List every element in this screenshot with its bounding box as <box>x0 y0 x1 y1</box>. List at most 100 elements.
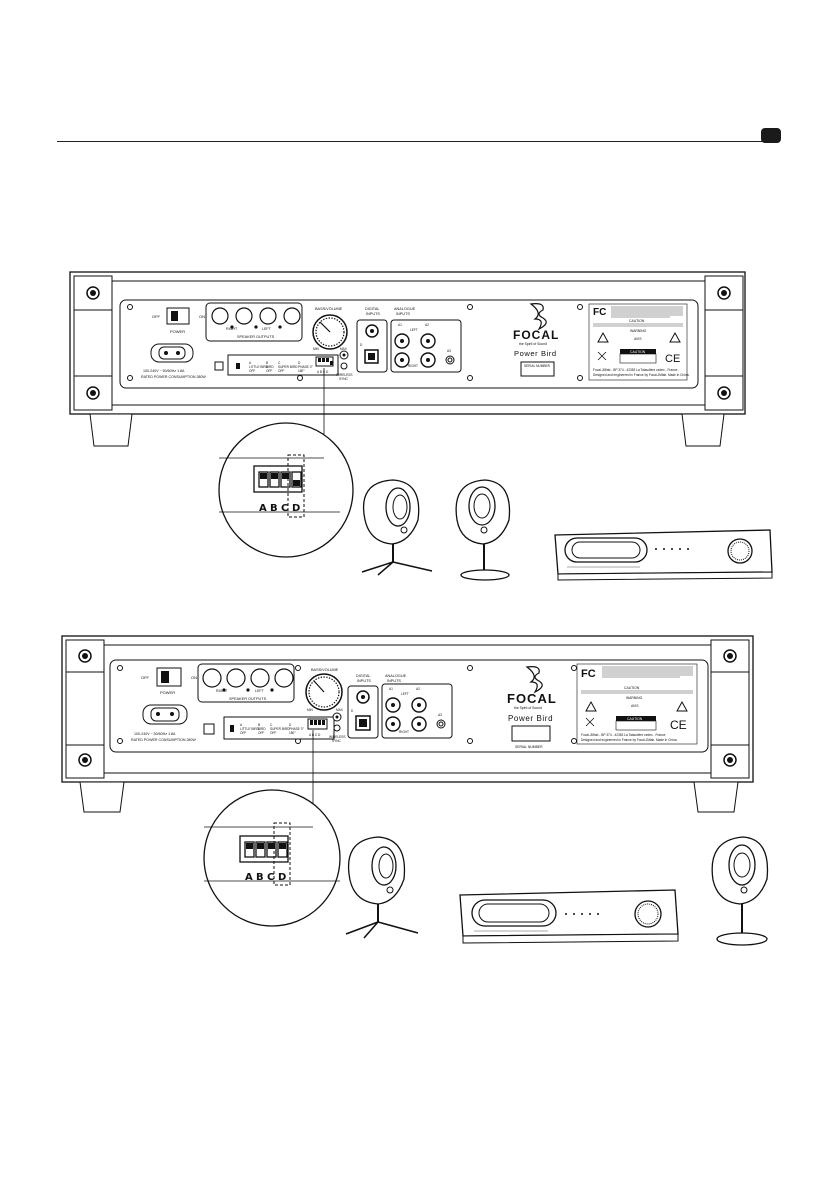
label-switch-c3: OFF <box>278 369 284 373</box>
svg-text:CE: CE <box>665 353 680 365</box>
zoom-letter-a: A <box>259 503 267 514</box>
brand-name: FOCAL <box>513 328 559 342</box>
brand-tagline-2: the Spirit of Sound <box>514 706 542 710</box>
svg-text:CE: CE <box>670 718 687 732</box>
label-analogue-right-2: RIGHT <box>399 730 409 734</box>
label-switch-d2: PHASE 0° <box>298 365 313 369</box>
brand-tagline: the Spirit of Sound <box>519 342 547 346</box>
label-switch-a3-2: OFF <box>240 731 246 735</box>
label-switch-letters: A B C D <box>317 370 329 374</box>
label-analogue-left-2: LEFT <box>401 692 409 696</box>
zoom-letter-d: D <box>292 503 300 514</box>
label-min: MIN <box>313 347 320 351</box>
serial-number-label: SERIAL NUMBER <box>524 364 551 368</box>
label-switch-d: D <box>298 361 301 365</box>
label-switch-d3-2: 180° <box>289 731 296 735</box>
speaker-disc-2 <box>711 836 769 946</box>
label-switch-b3: OFF <box>266 369 272 373</box>
label-off: OFF <box>152 314 161 319</box>
dip-switch-bank-2[interactable] <box>307 718 328 730</box>
label-digital-inputs: INPUTS <box>366 312 380 316</box>
speaker-tripod-2 <box>345 836 419 939</box>
label-warning: WARNING <box>630 329 647 333</box>
regulatory-label: FC CAUTION WARNING AVIS CAUTION CE Focal… <box>588 303 690 381</box>
label-switch-c: C <box>278 361 281 365</box>
label-left-2: LEFT <box>255 689 265 693</box>
label-switch-c3-2: OFF <box>270 731 276 735</box>
label-min-2: MIN <box>307 708 314 712</box>
chassis-cap-left-2 <box>65 639 105 779</box>
label-switch-c2-2: SUPER BIRD <box>270 727 290 731</box>
svg-text:FC: FC <box>593 307 606 318</box>
label-d: D <box>360 343 363 347</box>
zoom-letter-b: B <box>270 503 278 514</box>
label-max: MAX <box>340 347 348 351</box>
label-analogue: ANALOGUE <box>394 307 416 311</box>
zoom-letter-c: C <box>281 503 288 514</box>
manufacturer-line-1: Focal-JMlab - BP 374 - 42353 La Talaudiè… <box>593 368 678 372</box>
bass-volume-knob-2[interactable] <box>305 673 343 711</box>
label-caution-box: CAUTION <box>630 350 646 354</box>
label-caution-box-2: CAUTION <box>627 717 643 721</box>
label-analogue-inputs-2: INPUTS <box>387 679 401 683</box>
svg-text:FC: FC <box>581 668 596 680</box>
label-switch-c-2: C <box>270 723 273 727</box>
bass-volume-knob[interactable] <box>312 314 348 350</box>
label-switch-a-2: A <box>240 723 243 727</box>
focal-logo-2: FOCAL the Spirit of Sound Power Bird <box>507 666 556 723</box>
product-name: Power Bird <box>514 349 557 358</box>
focal-logo: FOCAL the Spirit of Sound Power Bird <box>513 303 559 358</box>
label-switch-letters-2: A B C D <box>309 733 321 737</box>
zoom-letter-d-2: D <box>278 872 286 883</box>
diagram-2: OFF ON POWER 100-240V ~ 50/60Hz 1.8A RAT… <box>61 635 769 946</box>
label-speaker-outputs-2: SPEAKER OUTPUTS <box>229 697 267 701</box>
label-digital-inputs-2: INPUTS <box>357 679 371 683</box>
label-power-2: POWER <box>160 690 175 695</box>
dip-switch-bank[interactable] <box>315 356 334 367</box>
label-analogue-2: ANALOGUE <box>385 674 407 678</box>
label-switch-b2: BIRD <box>266 365 274 369</box>
label-digital-2: DIGITAL <box>356 674 371 678</box>
regulatory-label-2: FC CAUTION WARNING AVIS CAUTION CE Focal… <box>576 663 698 745</box>
label-power: POWER <box>170 329 185 334</box>
serial-number-label-2: SERIAL NUMBER <box>515 745 543 749</box>
chassis-cap-right <box>704 275 744 411</box>
label-mains: 100-240V ~ 50/60Hz 1.8A <box>143 369 185 373</box>
label-a3-2: A3 <box>438 713 442 717</box>
label-switch-a: A <box>249 361 252 365</box>
dip-switch-zoom-2: A B C D <box>203 789 341 927</box>
label-rated-power: RATED POWER CONSUMPTION 280W <box>141 375 206 379</box>
label-a2: A2 <box>425 323 429 327</box>
label-on-2: ON <box>191 675 197 680</box>
label-switch-b: B <box>266 361 268 365</box>
label-switch-d2-2: PHASE 0° <box>289 727 304 731</box>
label-switch-b-2: B <box>258 723 260 727</box>
label-warning-2: WARNING <box>626 696 643 700</box>
zoom-letter-a-2: A <box>245 872 253 883</box>
label-mains-2: 100-240V ~ 50/60Hz 1.8A <box>134 732 176 736</box>
label-left: LEFT <box>262 327 272 331</box>
product-name-2: Power Bird <box>508 714 553 723</box>
label-caution-2: CAUTION <box>624 686 640 690</box>
label-right: RIGHT <box>226 327 238 331</box>
label-bass-volume-2: BASS/VOLUME <box>311 668 339 672</box>
label-on: ON <box>199 314 205 319</box>
label-analogue-inputs: INPUTS <box>396 312 410 316</box>
label-sync-2: SYNC <box>332 739 342 743</box>
speaker-tripod-1 <box>361 479 433 576</box>
manufacturer-line-1-2: Focal-JMlab - BP 374 - 42353 La Talaudiè… <box>581 733 666 737</box>
receiver-amplifier-1 <box>554 529 773 581</box>
label-analogue-right: RIGHT <box>408 364 418 368</box>
label-switch-b2-2: BIRD <box>258 727 266 731</box>
label-off-2: OFF <box>141 675 150 680</box>
label-switch-c2: SUPER BIRD <box>278 365 298 369</box>
label-analogue-left: LEFT <box>410 328 418 332</box>
label-wireless: WIRELESS <box>336 373 352 377</box>
chassis-cap-right-2 <box>710 639 750 779</box>
label-bass-volume: BASS/VOLUME <box>315 307 343 311</box>
label-sync: SYNC <box>339 377 349 381</box>
label-wireless-2: WIRELESS <box>329 735 345 739</box>
label-switch-a2-2: LITTLE BIRD <box>240 727 260 731</box>
receiver-amplifier-2 <box>459 889 679 944</box>
